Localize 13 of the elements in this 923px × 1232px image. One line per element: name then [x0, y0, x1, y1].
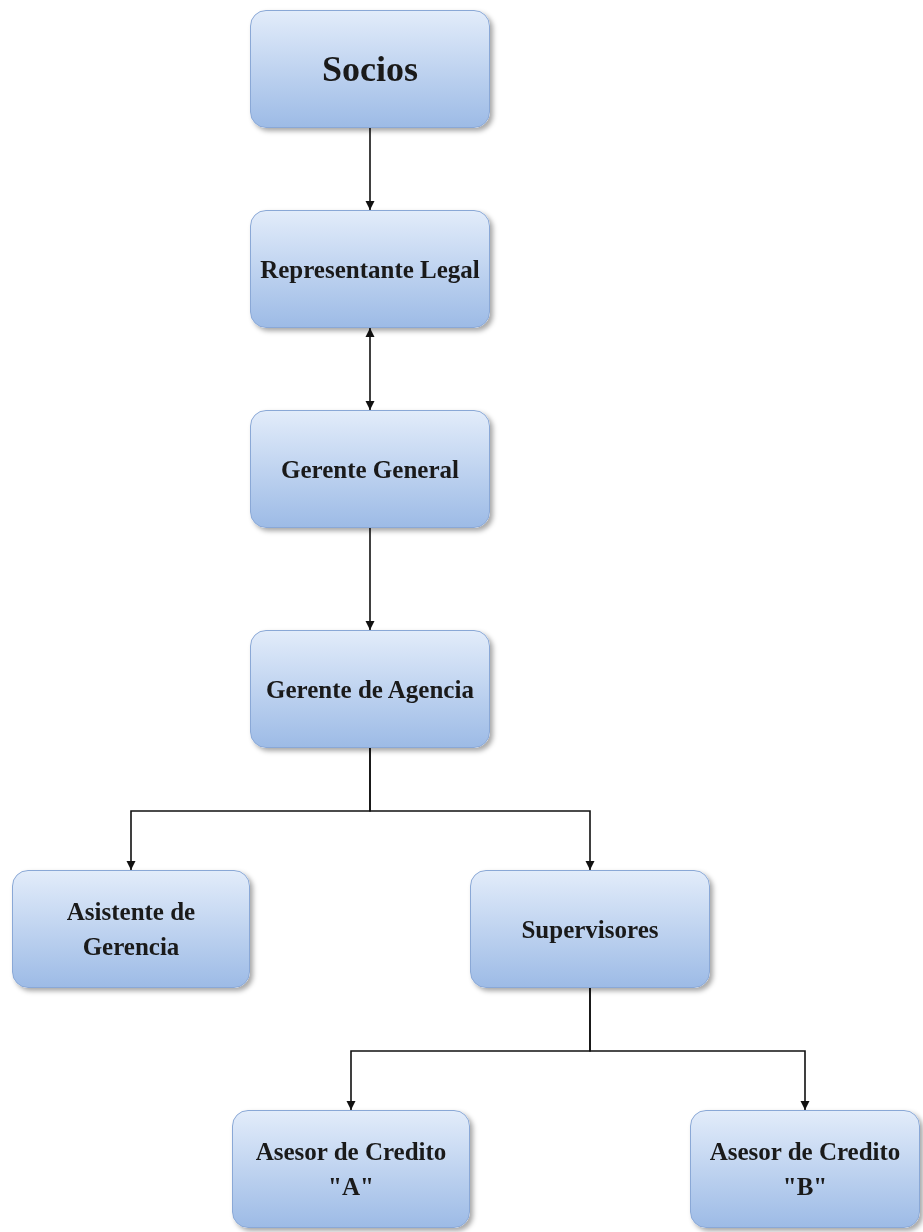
- org-box: Gerente de Agencia: [250, 630, 490, 748]
- org-box: Asesor de Credito "B": [690, 1110, 920, 1228]
- org-box: Asistente de Gerencia: [12, 870, 250, 988]
- org-box: Socios: [250, 10, 490, 128]
- org-box: Supervisores: [470, 870, 710, 988]
- connector-arrow: [589, 987, 810, 1111]
- connector-arrow: [365, 327, 375, 411]
- org-box: Gerente General: [250, 410, 490, 528]
- connector-arrow: [365, 527, 375, 631]
- connector-arrow: [365, 127, 375, 211]
- org-box: Representante Legal: [250, 210, 490, 328]
- connector-arrow: [369, 747, 595, 871]
- org-box: Asesor de Credito "A": [232, 1110, 470, 1228]
